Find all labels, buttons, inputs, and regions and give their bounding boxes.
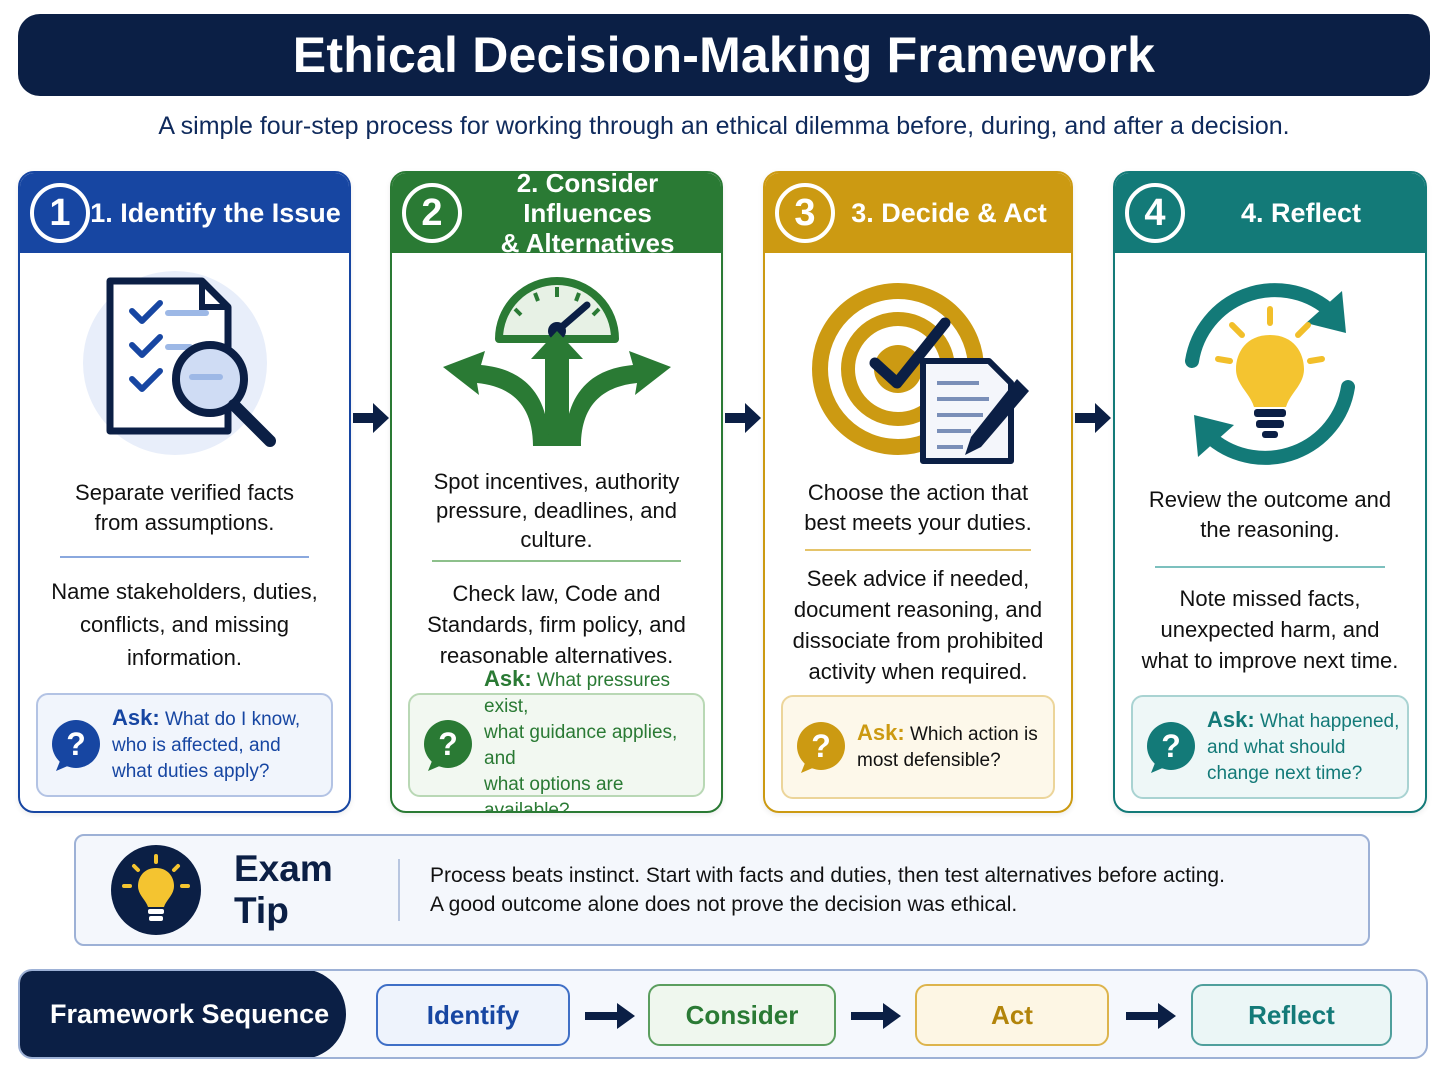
question-bubble-icon: ?: [424, 720, 472, 771]
page-title: Ethical Decision-Making Framework: [292, 27, 1156, 83]
checklist-magnifier-icon: [20, 271, 349, 471]
step-secondary-text: Name stakeholders, duties, conflicts, an…: [51, 579, 318, 670]
svg-text:?: ?: [66, 726, 86, 762]
question-bubble-icon: ?: [1147, 722, 1195, 773]
step-number: 2: [402, 183, 462, 243]
step-title: 3. Decide & Act: [851, 198, 1047, 228]
target-document-pen-icon: [765, 283, 1071, 483]
ask-text: Ask: Which action is most defensible?: [857, 720, 1038, 771]
step-number: 4: [1125, 183, 1185, 243]
step-title: 1. Identify the Issue: [90, 198, 341, 228]
step-header: 3 3. Decide & Act: [765, 173, 1071, 253]
gauge-branching-arrows-icon: [392, 271, 721, 471]
ask-box: ? Ask: Which action is most defensible?: [781, 695, 1055, 799]
arrow-right-icon: [585, 1003, 635, 1029]
step-primary-text: Separate verified facts from assumptions…: [75, 480, 294, 535]
step-header: 2 2. Consider Influences & Alternatives: [392, 173, 721, 258]
exam-tip-text: Process beats instinct. Start with facts…: [430, 864, 1225, 916]
step-card-decide: 3 3. Decide & Act Choose the action that…: [763, 171, 1073, 813]
arrow-right-icon: [851, 1003, 901, 1029]
divider: [805, 549, 1031, 551]
ask-box: ? Ask: What happened, and what should ch…: [1131, 695, 1409, 799]
step-card-identify: 1 1. Identify the Issue Separate verifie…: [18, 171, 351, 813]
divider: [1155, 566, 1385, 568]
question-bubble-icon: ?: [52, 720, 100, 771]
exam-tip-label: Exam Tip: [234, 848, 333, 931]
divider: [398, 859, 400, 921]
step-primary-text: Spot incentives, authority pressure, dea…: [433, 469, 680, 552]
step-card-consider: 2 2. Consider Influences & Alternatives …: [390, 171, 723, 813]
divider: [60, 556, 309, 558]
title-banner: Ethical Decision-Making Framework: [18, 14, 1430, 96]
arrow-right-icon: [1075, 403, 1111, 433]
divider: [432, 560, 681, 562]
svg-text:?: ?: [1161, 728, 1181, 764]
arrow-right-icon: [725, 403, 761, 433]
lightbulb-cycle-icon: [1115, 275, 1425, 475]
step-secondary-text: Note missed facts, unexpected harm, and …: [1141, 586, 1399, 673]
step-card-reflect: 4 4. Reflect Review the outcome and the …: [1113, 171, 1427, 813]
step-number: 3: [775, 183, 835, 243]
step-title: 2. Consider Influences & Alternatives: [500, 171, 675, 258]
arrow-right-icon: [353, 403, 389, 433]
sequence-label: Framework Sequence: [20, 971, 346, 1057]
ask-text: Ask: What do I know, who is affected, an…: [112, 705, 301, 782]
sequence-item-reflect: Reflect: [1191, 984, 1392, 1046]
step-title: 4. Reflect: [1240, 198, 1362, 228]
sequence-item-identify: Identify: [376, 984, 570, 1046]
step-header: 4 4. Reflect: [1115, 173, 1425, 253]
exam-tip-box: Exam Tip Process beats instinct. Start w…: [74, 834, 1370, 946]
arrow-right-icon: [1126, 1003, 1176, 1029]
step-number: 1: [30, 183, 90, 243]
step-secondary-text: Check law, Code and Standards, firm poli…: [427, 581, 686, 668]
question-bubble-icon: ?: [797, 722, 845, 773]
ask-text: Ask: What pressures exist, what guidance…: [484, 666, 678, 813]
framework-sequence-bar: Framework Sequence Identify Consider Act…: [18, 969, 1428, 1059]
sequence-item-act: Act: [915, 984, 1109, 1046]
step-primary-text: Review the outcome and the reasoning.: [1148, 487, 1392, 542]
ask-text: Ask: What happened, and what should chan…: [1207, 707, 1400, 784]
ask-box: ? Ask: What do I know, who is affected, …: [36, 693, 333, 797]
step-header: 1 1. Identify the Issue: [20, 173, 349, 253]
sequence-item-consider: Consider: [648, 984, 836, 1046]
svg-text:?: ?: [438, 726, 458, 762]
svg-text:?: ?: [811, 728, 831, 764]
ask-box: ? Ask: What pressures exist, what guidan…: [408, 666, 705, 811]
page-subtitle: A simple four-step process for working t…: [158, 112, 1290, 140]
step-secondary-text: Seek advice if needed, document reasonin…: [792, 566, 1044, 684]
step-primary-text: Choose the action that best meets your d…: [804, 480, 1032, 535]
lightbulb-icon: [111, 845, 201, 935]
